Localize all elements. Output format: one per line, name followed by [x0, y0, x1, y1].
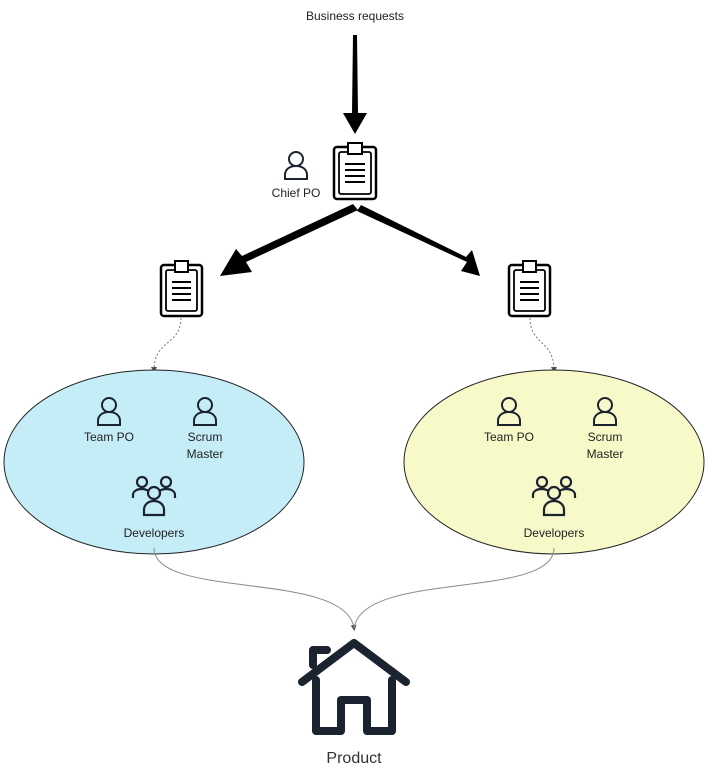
- team-right-backlog-clipboard-icon: [507, 260, 552, 318]
- team-right-developers-group-icon: [531, 475, 577, 517]
- product-label: Product: [326, 750, 382, 767]
- team-right-po-label: Team PO: [483, 430, 534, 444]
- chief-po-person-icon: [284, 151, 308, 180]
- team-right-developers-label: Developers: [523, 526, 585, 540]
- team-left-scrum-master-person-icon: [193, 397, 217, 426]
- right-backlog-connector: [529, 317, 557, 373]
- chief-to-right-arrow: [357, 205, 480, 276]
- chief-backlog-clipboard-icon: [332, 142, 378, 201]
- left-backlog-connector: [151, 317, 182, 373]
- right-developers-connector: [353, 547, 555, 629]
- team-left-scrum-master-label: Scrum Master: [186, 430, 224, 461]
- team-left-ellipse: [3, 369, 305, 555]
- business-requests-label: Business requests: [305, 9, 405, 23]
- team-left-backlog-clipboard-icon: [159, 260, 204, 318]
- request-arrow-down: [343, 35, 367, 134]
- team-right-ellipse: [403, 369, 705, 555]
- team-right-scrum-master-label: Scrum Master: [586, 430, 624, 461]
- team-left-po-label: Team PO: [83, 430, 134, 444]
- product-house-icon: [298, 639, 410, 735]
- left-developers-connector: [153, 547, 357, 631]
- team-left-po-person-icon: [97, 397, 121, 426]
- team-right-scrum-master-person-icon: [593, 397, 617, 426]
- team-right-po-person-icon: [497, 397, 521, 426]
- team-left-developers-group-icon: [131, 475, 177, 517]
- chief-to-left-arrow: [220, 204, 358, 276]
- team-left-developers-label: Developers: [123, 526, 185, 540]
- chief-po-label: Chief PO: [271, 186, 321, 200]
